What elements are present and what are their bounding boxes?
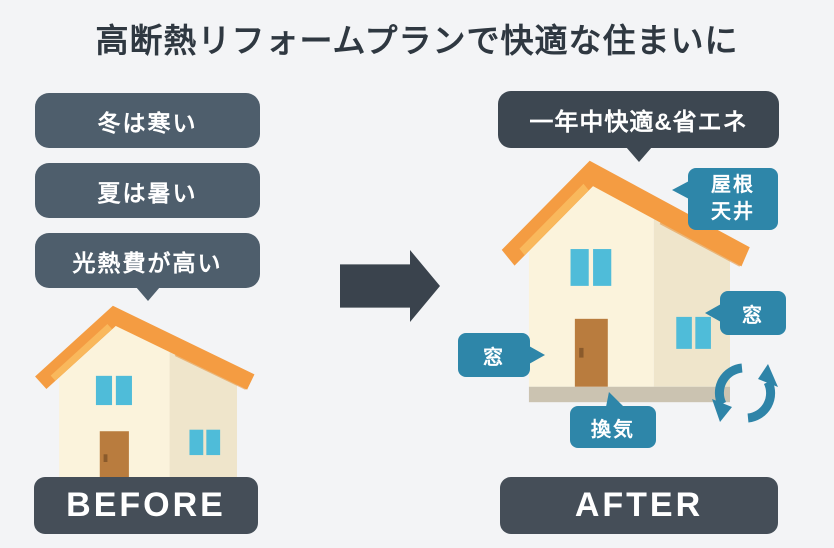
before-label: BEFORE [34,477,258,534]
house-door-knob [103,454,108,462]
tag-ventilation: 換気 [570,406,656,448]
house-gable-wall [59,323,170,486]
house-roof [35,305,255,390]
tag-window-left-label: 窓 [483,346,505,369]
house-upper-window-pane [593,249,612,286]
right-arrow-icon [340,250,440,322]
cycle-arc-left [714,363,743,406]
house-upper-window-pane [570,249,589,286]
page-title: 高断熱リフォームプランで快適な住まいに [95,22,739,59]
cycle-arrowhead-left [712,399,732,422]
problem-bubble-summer: 夏は暑い [35,163,260,218]
cycle-arrows-icon [712,363,778,423]
after-headline-label: 一年中快適&省エネ [529,109,748,136]
house-ground-strip [528,386,730,403]
house-roof-fascia [519,183,589,256]
house-wing-window-pane [676,316,692,349]
house-illustration-before [35,305,255,486]
problem-bubble-winter: 冬は寒い [35,93,260,148]
tag-ventilation-label: 換気 [591,418,635,441]
house-door-knob [579,347,584,358]
house-gable-wall [528,183,654,387]
house-wing-window-pane [206,429,221,456]
tag-window-right: 窓 [705,291,786,335]
house-roof-fascia [50,324,113,381]
before-label-text: BEFORE [66,486,226,524]
problem-bubble-label: 夏は暑い [97,179,198,206]
tag-window-left: 窓 [458,333,545,377]
problem-bubble-label: 光熱費が高い [72,249,223,276]
tag-roof-line1: 屋根 [711,174,755,196]
after-label-text: AFTER [574,486,704,524]
tag-window-right-label: 窓 [742,304,764,327]
house-wing-window-pane [189,429,204,456]
house-wing-window-pane [695,316,711,349]
after-headline-bubble: 一年中快適&省エネ [498,91,779,162]
tag-roof-ceiling: 屋根 天井 [672,168,778,230]
tag-roof-line2: 天井 [711,201,755,223]
tag-roof-ceiling-label: 屋根 天井 [711,172,755,226]
cycle-arc-right [747,380,776,423]
house-wing-wall [653,215,730,387]
house-upper-window-pane [95,375,113,406]
cycle-arrowhead-right [758,364,778,387]
after-label: AFTER [500,477,778,534]
problem-bubble-utility-cost: 光熱費が高い [35,233,260,301]
problem-bubble-label: 冬は寒い [97,109,198,136]
house-upper-window-pane [115,375,132,406]
